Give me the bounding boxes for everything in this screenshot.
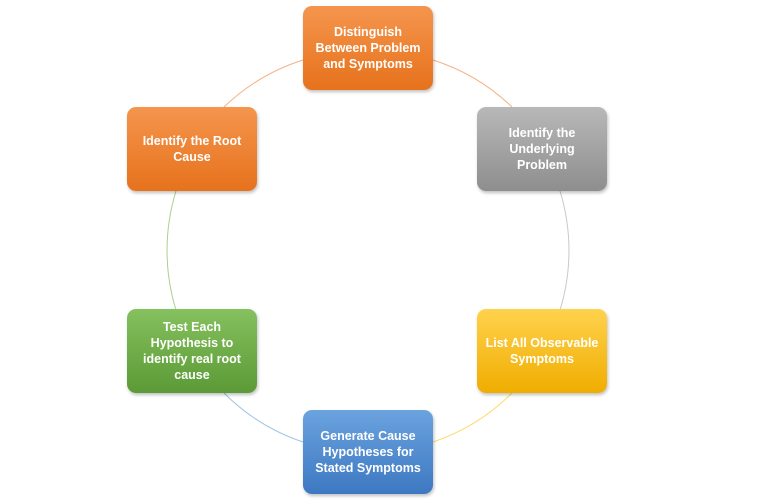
step-distinguish-problem-symptoms: Distinguish Between Problem and Symptoms bbox=[303, 6, 433, 90]
connector-arc bbox=[432, 59, 513, 108]
step-label: Distinguish Between Problem and Symptoms bbox=[315, 25, 421, 71]
step-label: Identify the Underlying Problem bbox=[508, 126, 576, 172]
connector-arc bbox=[432, 392, 513, 443]
connector-arc bbox=[559, 190, 570, 311]
step-label: List All Observable Symptoms bbox=[485, 336, 599, 366]
connector-arc bbox=[223, 392, 304, 443]
step-identify-underlying-problem: Identify the Underlying Problem bbox=[477, 107, 607, 191]
step-test-each-hypothesis: Test Each Hypothesis to identify real ro… bbox=[127, 309, 257, 393]
step-label: Identify the Root Cause bbox=[142, 134, 242, 164]
connector-arc bbox=[223, 59, 304, 108]
step-identify-root-cause: Identify the Root Cause bbox=[127, 107, 257, 191]
step-list-observable-symptoms: List All Observable Symptoms bbox=[477, 309, 607, 393]
connector-arc bbox=[166, 190, 177, 311]
step-label: Test Each Hypothesis to identify real ro… bbox=[143, 320, 241, 382]
step-generate-cause-hypotheses: Generate Cause Hypotheses for Stated Sym… bbox=[303, 410, 433, 494]
step-label: Generate Cause Hypotheses for Stated Sym… bbox=[315, 429, 421, 475]
